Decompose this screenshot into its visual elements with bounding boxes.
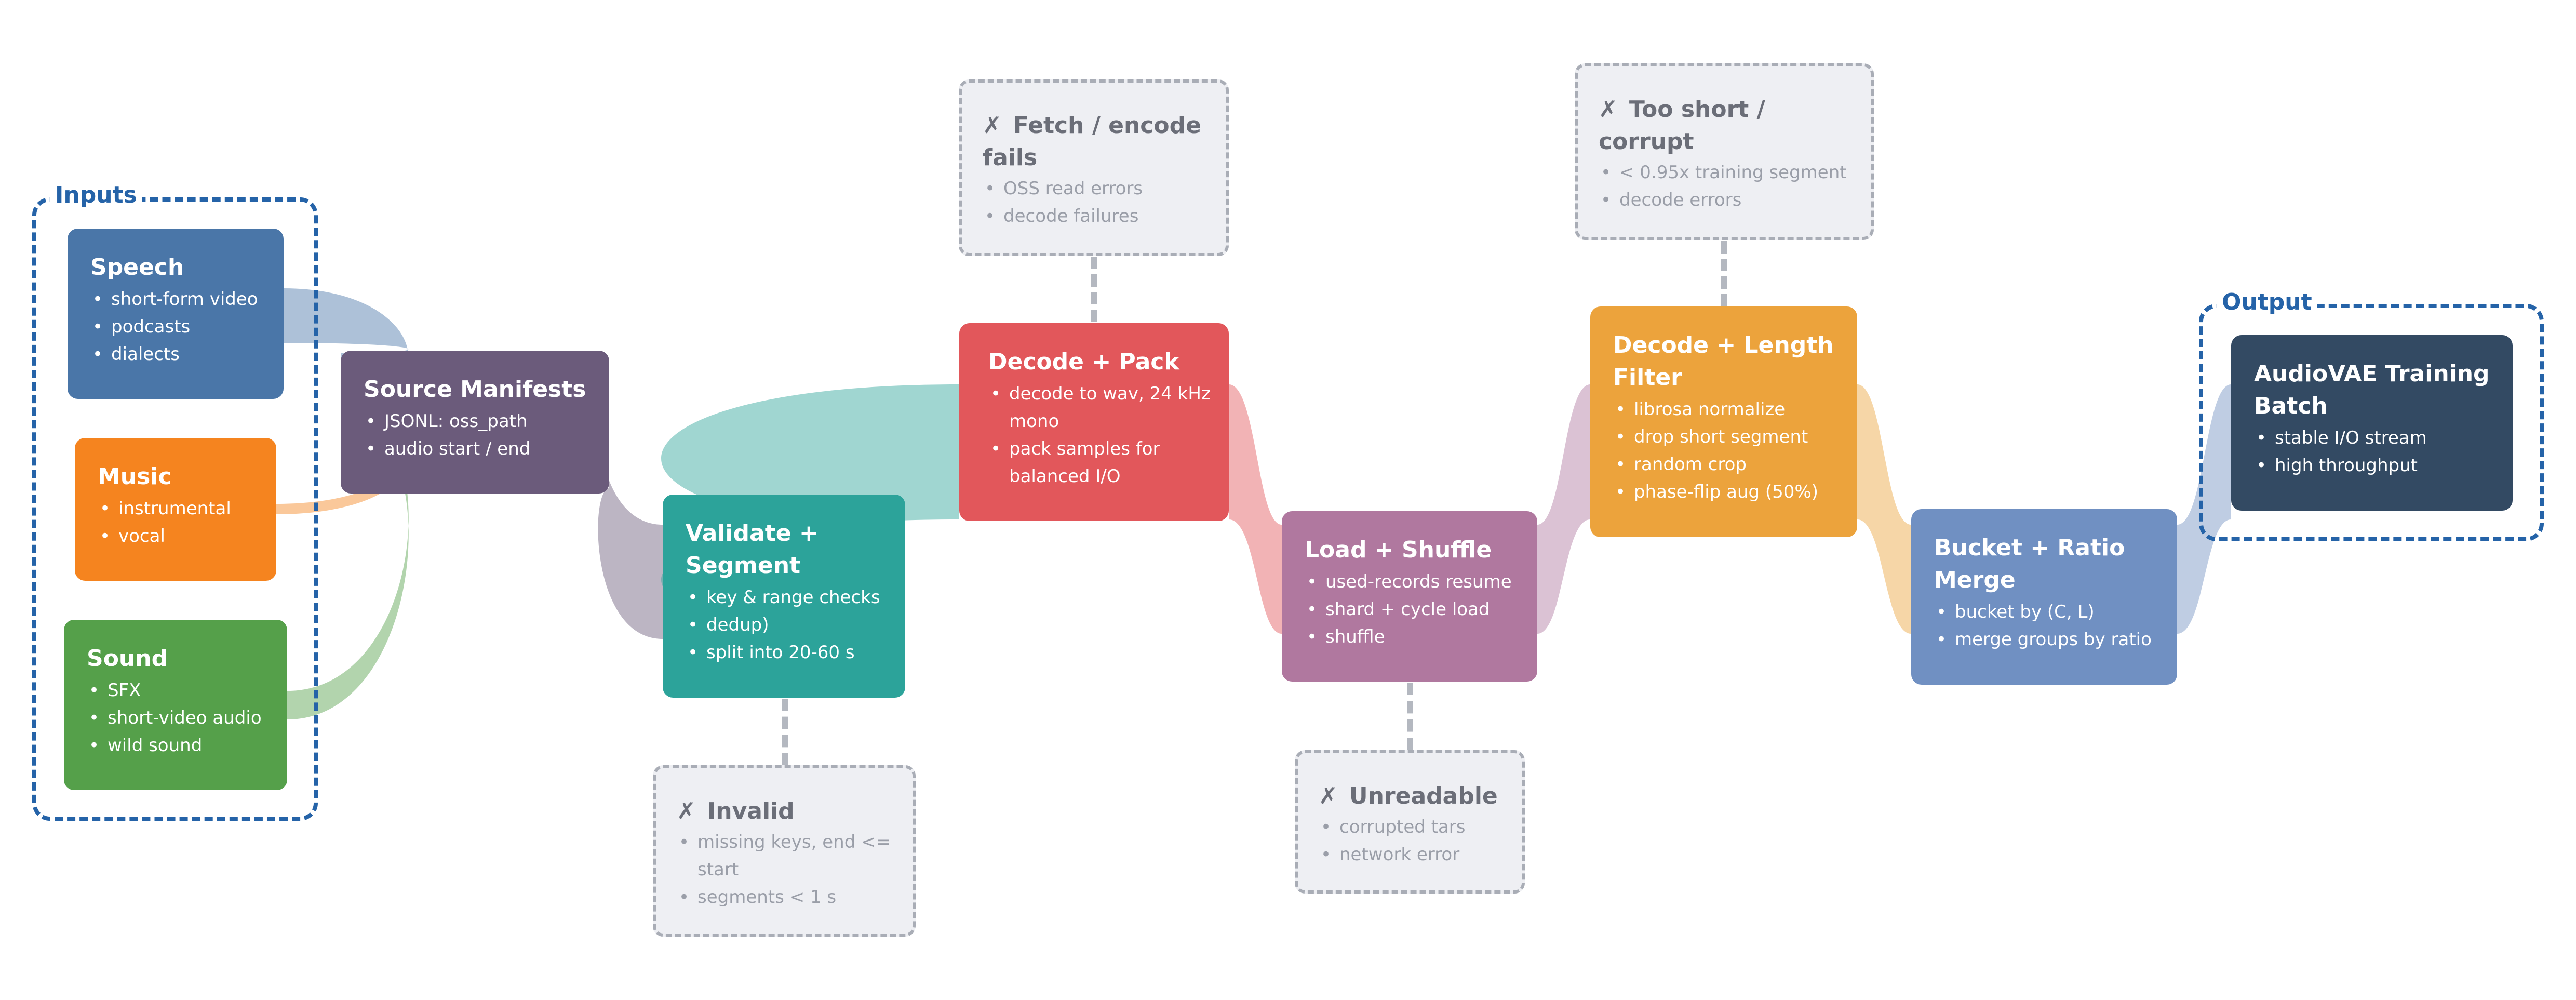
unreadable-failure-items: corrupted tarsnetwork error xyxy=(1319,814,1506,869)
list-item: random crop xyxy=(1613,451,1842,478)
unreadable-failure-box: ✗Unreadable corrupted tarsnetwork error xyxy=(1295,750,1525,894)
list-item: decode to wav, 24 kHz mono xyxy=(988,380,1213,435)
list-item: decode errors xyxy=(1599,186,1855,214)
unreadable-connector xyxy=(1407,683,1413,750)
inputs-group-label: Inputs xyxy=(50,181,142,210)
music-node-items: instrumentalvocal xyxy=(98,495,261,550)
invalid-failure-box: ✗Invalid missing keys, end <= startsegme… xyxy=(653,765,916,937)
list-item: high throughput xyxy=(2254,452,2497,479)
list-item: instrumental xyxy=(98,495,261,523)
speech-node-title: Speech xyxy=(90,254,184,281)
list-item: merge groups by ratio xyxy=(1934,626,2162,654)
list-item: corrupted tars xyxy=(1319,814,1506,841)
decode-length-filter-items: librosa normalizedrop short segmentrando… xyxy=(1613,396,1842,506)
output-group xyxy=(2199,304,2544,541)
sound-flow xyxy=(287,405,409,719)
music-node-title: Music xyxy=(98,463,172,490)
list-item: wild sound xyxy=(87,732,272,759)
validate-segment-title: Validate + Segment xyxy=(686,520,819,579)
fetch-failure-items: OSS read errorsdecode failures xyxy=(983,175,1210,230)
load-shuffle-node: Load + Shuffle used-records resumeshard … xyxy=(1282,511,1537,682)
inputs-group xyxy=(32,197,318,821)
fail-x-icon: ✗ xyxy=(983,112,1002,139)
list-item: phase-flip aug (50%) xyxy=(1613,478,1842,506)
fail-x-icon: ✗ xyxy=(1319,783,1338,809)
audiovae-batch-items: stable I/O streamhigh throughput xyxy=(2254,424,2497,479)
sound-node-items: SFXshort-video audiowild sound xyxy=(87,677,272,759)
speech-node: Speech short-form videopodcastsdialects xyxy=(68,229,284,399)
source-manifests-node: Source Manifests JSONL: oss_pathaudio st… xyxy=(341,351,609,494)
source-manifests-title: Source Manifests xyxy=(364,376,586,403)
list-item: short-video audio xyxy=(87,704,272,732)
list-item: vocal xyxy=(98,523,261,550)
list-item: JSONL: oss_path xyxy=(364,408,594,435)
list-item: split into 20-60 s xyxy=(686,639,890,666)
bucket-ratio-merge-node: Bucket + Ratio Merge bucket by (C, L)mer… xyxy=(1911,509,2177,685)
fetch-failure-box: ✗Fetch / encode fails OSS read errorsdec… xyxy=(959,79,1229,256)
list-item: short-form video xyxy=(90,286,268,313)
list-item: stable I/O stream xyxy=(2254,424,2497,452)
load-shuffle-title: Load + Shuffle xyxy=(1305,537,1492,563)
output-group-label: Output xyxy=(2217,288,2317,317)
load-shuffle-items: used-records resumeshard + cycle loadshu… xyxy=(1305,568,1522,651)
list-item: podcasts xyxy=(90,313,268,341)
list-item: key & range checks xyxy=(686,584,890,611)
fetch-failure-title: ✗Fetch / encode fails xyxy=(983,112,1201,171)
audiovae-batch-title: AudioVAE Training Batch xyxy=(2254,361,2490,419)
invalid-failure-title: ✗Invalid xyxy=(677,798,795,824)
too-short-connector xyxy=(1721,241,1727,306)
decode-flow xyxy=(1229,384,1282,634)
list-item: OSS read errors xyxy=(983,175,1210,203)
list-item: segments < 1 s xyxy=(677,884,897,911)
list-item: drop short segment xyxy=(1613,423,1842,451)
source-flow xyxy=(598,379,663,639)
decode-pack-items: decode to wav, 24 kHz monopack samples f… xyxy=(988,380,1213,490)
list-item: used-records resume xyxy=(1305,568,1522,596)
list-item: dedup) xyxy=(686,611,890,639)
too-short-failure-items: < 0.95x training segmentdecode errors xyxy=(1599,159,1855,214)
decode-pack-node: Decode + Pack decode to wav, 24 kHz mono… xyxy=(959,323,1229,521)
list-item: pack samples for balanced I/O xyxy=(988,435,1213,490)
load-flow xyxy=(1537,384,1590,634)
source-manifests-items: JSONL: oss_pathaudio start / end xyxy=(364,408,594,463)
validate-segment-items: key & range checksdedup)split into 20-60… xyxy=(686,584,890,666)
list-item: missing keys, end <= start xyxy=(677,829,897,884)
unreadable-failure-title: ✗Unreadable xyxy=(1319,783,1498,809)
too-short-failure-title: ✗Too short / corrupt xyxy=(1599,96,1765,155)
sound-node-title: Sound xyxy=(87,645,168,672)
invalid-connector xyxy=(782,699,788,765)
bucket-flow xyxy=(2177,384,2231,634)
list-item: decode failures xyxy=(983,203,1210,230)
fail-x-icon: ✗ xyxy=(1599,96,1618,123)
fetch-connector xyxy=(1091,257,1097,322)
too-short-failure-box: ✗Too short / corrupt < 0.95x training se… xyxy=(1575,63,1874,240)
audiovae-batch-node: AudioVAE Training Batch stable I/O strea… xyxy=(2231,335,2513,511)
list-item: network error xyxy=(1319,841,1506,869)
list-item: shuffle xyxy=(1305,623,1522,651)
list-item: dialects xyxy=(90,341,268,368)
list-item: SFX xyxy=(87,677,272,704)
list-item: shard + cycle load xyxy=(1305,596,1522,623)
invalid-failure-items: missing keys, end <= startsegments < 1 s xyxy=(677,829,897,911)
decode-pack-title: Decode + Pack xyxy=(988,349,1179,375)
list-item: bucket by (C, L) xyxy=(1934,598,2162,626)
list-item: librosa normalize xyxy=(1613,396,1842,423)
validate-segment-node: Validate + Segment key & range checksded… xyxy=(663,495,905,698)
speech-node-items: short-form videopodcastsdialects xyxy=(90,286,268,368)
list-item: audio start / end xyxy=(364,435,594,463)
music-node: Music instrumentalvocal xyxy=(75,438,276,581)
sound-node: Sound SFXshort-video audiowild sound xyxy=(64,620,287,790)
decode-length-filter-node: Decode + Length Filter librosa normalize… xyxy=(1590,306,1857,537)
filter-flow xyxy=(1857,384,1911,634)
list-item: < 0.95x training segment xyxy=(1599,159,1855,186)
decode-length-filter-title: Decode + Length Filter xyxy=(1613,332,1834,391)
fail-x-icon: ✗ xyxy=(677,798,696,824)
bucket-ratio-merge-items: bucket by (C, L)merge groups by ratio xyxy=(1934,598,2162,654)
bucket-ratio-merge-title: Bucket + Ratio Merge xyxy=(1934,535,2125,593)
